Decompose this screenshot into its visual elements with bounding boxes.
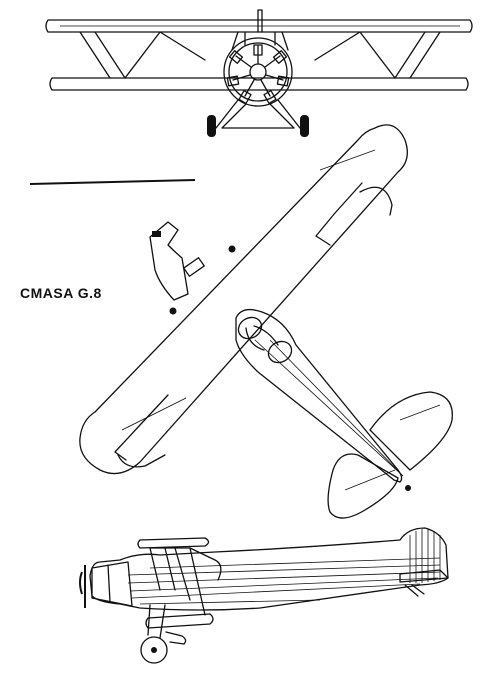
side-propeller bbox=[79, 565, 86, 608]
side-landing-gear bbox=[147, 604, 166, 639]
side-fuselage bbox=[89, 527, 449, 611]
front-lower-wing bbox=[49, 77, 469, 91]
side-fuselage-lines bbox=[127, 557, 441, 605]
scale-bar bbox=[29, 179, 196, 185]
side-view bbox=[79, 527, 449, 664]
front-wheel-left bbox=[207, 115, 216, 137]
front-cabane bbox=[231, 31, 289, 51]
side-struts bbox=[149, 547, 206, 616]
front-landing-gear bbox=[215, 99, 301, 129]
plan-rudder bbox=[149, 221, 189, 301]
plan-cockpit-front bbox=[237, 316, 263, 340]
plan-aileron-right bbox=[315, 182, 363, 246]
plan-cockpit-rear bbox=[267, 340, 293, 364]
front-wheel-right bbox=[300, 115, 309, 137]
aircraft-title: CMASA G.8 bbox=[20, 285, 102, 301]
front-cowling bbox=[223, 37, 293, 107]
side-upper-wing bbox=[137, 537, 210, 549]
front-fin bbox=[257, 9, 263, 33]
plan-fuselage bbox=[235, 308, 403, 483]
plan-view bbox=[79, 124, 453, 519]
front-cylinders bbox=[226, 44, 290, 104]
front-struts-right bbox=[314, 31, 441, 79]
side-fin-lines bbox=[409, 529, 441, 583]
plan-aileron-left bbox=[114, 394, 169, 461]
side-cowling bbox=[91, 561, 133, 607]
side-wheel bbox=[140, 636, 168, 664]
side-lower-wing bbox=[145, 613, 214, 629]
plan-upper-wing bbox=[79, 124, 408, 475]
plan-tailplane bbox=[369, 391, 453, 471]
front-struts-left bbox=[79, 31, 206, 79]
front-view bbox=[45, 9, 473, 137]
front-upper-wing bbox=[45, 19, 473, 33]
side-tail-skid bbox=[404, 584, 425, 597]
